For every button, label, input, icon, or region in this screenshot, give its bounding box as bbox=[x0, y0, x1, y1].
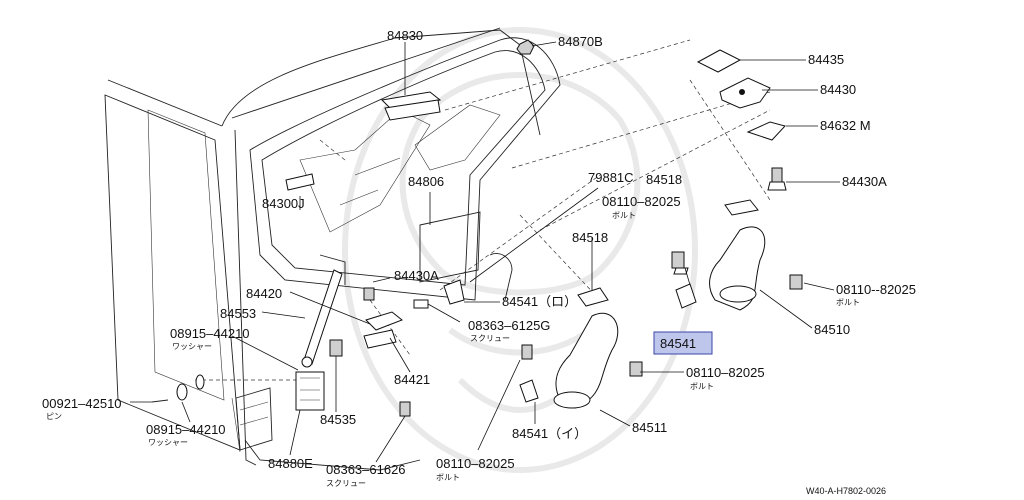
part-84880E-lamp bbox=[295, 371, 325, 411]
part-08915-washer bbox=[176, 374, 205, 401]
label-84435[interactable]: 84435 bbox=[808, 52, 844, 67]
label-08915-a-jp: ワッシャー bbox=[172, 342, 212, 351]
part-08363-screw bbox=[413, 299, 429, 309]
part-00921-pin bbox=[151, 399, 169, 403]
label-08110-a-jp: ボルト bbox=[612, 211, 636, 220]
label-84510[interactable]: 84510 bbox=[814, 322, 850, 337]
leader-lines bbox=[130, 41, 840, 463]
label-08363-a[interactable]: 08363–6125G bbox=[468, 318, 550, 333]
label-08363-b[interactable]: 08363–61626 bbox=[326, 462, 406, 477]
label-84430A-center[interactable]: 84430A bbox=[394, 268, 439, 283]
label-79881C[interactable]: 79881C bbox=[588, 170, 634, 185]
label-84541-selected[interactable]: 84541 bbox=[660, 336, 696, 351]
label-00921[interactable]: 00921–42510 bbox=[42, 396, 122, 411]
label-08363-a-jp: スクリュー bbox=[470, 334, 510, 343]
part-84632M-bracket bbox=[746, 121, 786, 141]
label-84880E[interactable]: 84880E bbox=[268, 456, 313, 471]
reference-lines bbox=[195, 39, 771, 381]
part-84541-selected-cap bbox=[675, 283, 697, 309]
label-84511[interactable]: 84511 bbox=[632, 420, 667, 435]
label-84541-i[interactable]: 84541（イ） bbox=[512, 426, 587, 441]
label-08110-b[interactable]: 08110--82025 bbox=[836, 282, 916, 297]
label-84420[interactable]: 84420 bbox=[246, 286, 282, 301]
part-84518-hinge-lower bbox=[577, 287, 609, 307]
label-84430A-right[interactable]: 84430A bbox=[842, 174, 887, 189]
part-08363-61626-screw bbox=[399, 401, 411, 417]
part-84435-plate bbox=[696, 49, 742, 73]
label-08915-a[interactable]: 08915–44210 bbox=[170, 326, 250, 341]
part-84300J-emblem bbox=[285, 173, 315, 191]
selected-part-highlight[interactable] bbox=[653, 331, 713, 355]
part-84535-bumper bbox=[329, 339, 343, 357]
label-84830[interactable]: 84830 bbox=[387, 28, 423, 43]
label-84632M[interactable]: 84632 M bbox=[820, 118, 871, 133]
label-84870B[interactable]: 84870B bbox=[558, 34, 603, 49]
label-84518-upper[interactable]: 84518 bbox=[646, 172, 682, 187]
label-84806[interactable]: 84806 bbox=[408, 174, 444, 189]
label-08110-d[interactable]: 08110–82025 bbox=[436, 456, 515, 471]
part-08110-bolt-b bbox=[789, 274, 803, 290]
part-84510-hinge bbox=[709, 226, 766, 311]
part-84518-hinge-upper bbox=[724, 199, 759, 216]
vehicle-body bbox=[104, 27, 541, 471]
diagram-reference: W40-A-H7802-0026 bbox=[806, 486, 886, 496]
part-84541-i-cap bbox=[519, 379, 539, 403]
label-08363-b-jp: スクリュー bbox=[326, 479, 366, 488]
label-08915-b-jp: ワッシャー bbox=[148, 438, 188, 447]
label-08110-c[interactable]: 08110–82025 bbox=[686, 365, 765, 380]
label-08110-a[interactable]: 08110–82025 bbox=[602, 194, 681, 209]
part-84870B-nut bbox=[516, 39, 535, 55]
label-08110-d-jp: ボルト bbox=[436, 473, 460, 482]
part-08110-bolt-a bbox=[671, 251, 689, 275]
label-08110-b-jp: ボルト bbox=[836, 298, 860, 307]
part-84421-bracket bbox=[363, 311, 403, 349]
label-00921-jp: ピン bbox=[46, 412, 62, 421]
part-08110-bolt-d bbox=[521, 344, 533, 360]
part-08110-bolt-c bbox=[629, 361, 643, 377]
part-labels: 84830 84870B 84435 84430 84632 M 84430A … bbox=[42, 28, 916, 488]
part-84430A-bolt-center bbox=[363, 287, 375, 301]
label-84430[interactable]: 84430 bbox=[820, 82, 856, 97]
part-84511-hinge bbox=[553, 313, 619, 409]
part-84830-handle bbox=[380, 91, 442, 121]
back-door bbox=[249, 37, 561, 301]
part-84541-ro-cap bbox=[443, 279, 465, 305]
watermark-emblem bbox=[342, 27, 698, 473]
label-84553[interactable]: 84553 bbox=[220, 306, 256, 321]
label-84541-ro[interactable]: 84541（ロ） bbox=[502, 294, 577, 309]
part-84430A-bolt-right bbox=[767, 167, 787, 191]
part-84430-lock bbox=[719, 77, 771, 109]
label-08110-c-jp: ボルト bbox=[690, 382, 714, 391]
label-84300J[interactable]: 84300J bbox=[262, 196, 305, 211]
part-84553-damper bbox=[301, 269, 343, 368]
label-84518-lower[interactable]: 84518 bbox=[572, 230, 608, 245]
label-08915-b[interactable]: 08915–44210 bbox=[146, 422, 226, 437]
label-84421[interactable]: 84421 bbox=[394, 372, 430, 387]
label-84535[interactable]: 84535 bbox=[320, 412, 356, 427]
